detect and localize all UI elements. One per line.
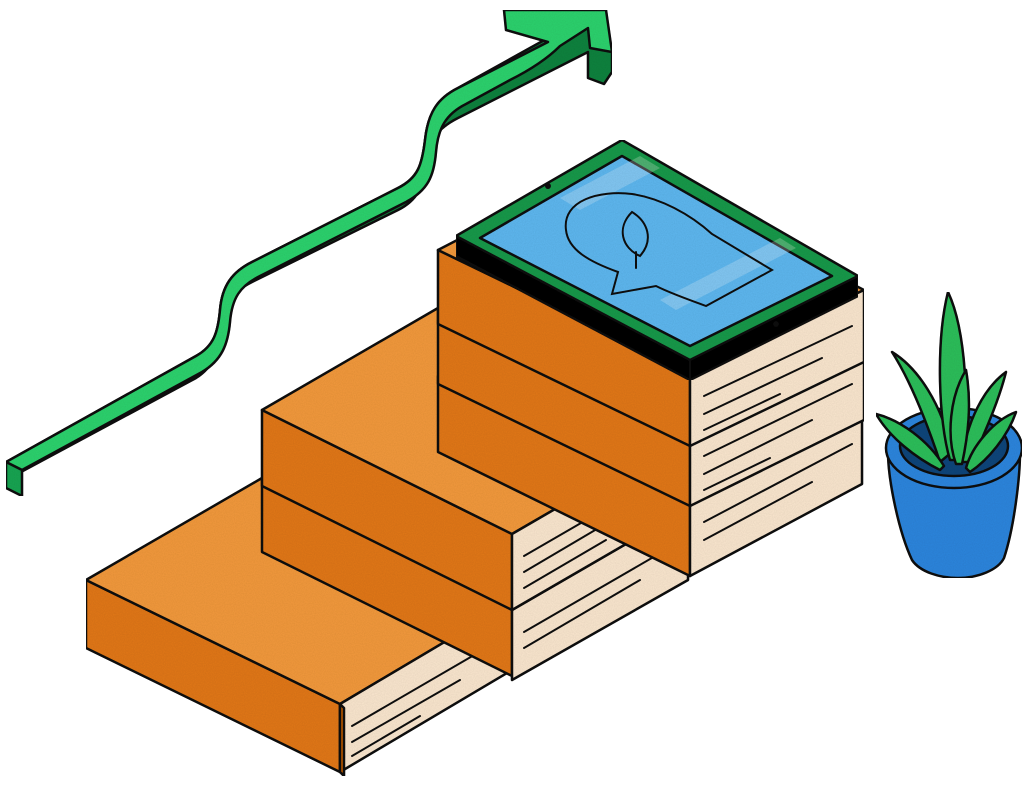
speech-bubble-icon xyxy=(564,192,775,308)
leaf-icon xyxy=(621,210,649,269)
rising-arrow-icon xyxy=(4,8,614,498)
tablet-icon xyxy=(454,138,860,382)
potted-plant-icon xyxy=(874,290,1024,580)
